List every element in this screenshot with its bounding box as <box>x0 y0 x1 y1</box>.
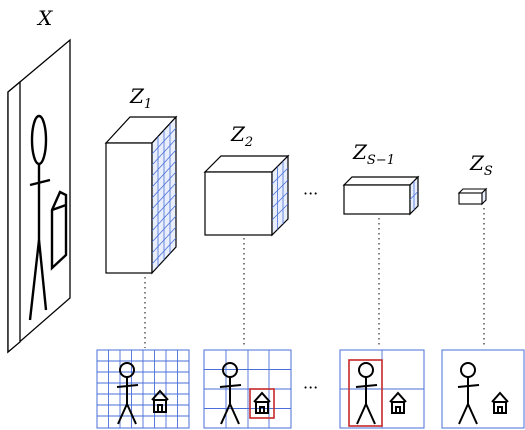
feature-map-z-s-minus-1 <box>342 175 420 216</box>
feature-map-z1 <box>104 115 178 275</box>
feature-map-label-1: Z1 <box>129 84 152 112</box>
feature-map-label-s-minus-1: ZS−1 <box>352 140 395 168</box>
detection-box-house <box>249 388 275 419</box>
feature-map-label-2: Z2 <box>230 122 253 150</box>
detection-box-figure <box>348 359 383 427</box>
input-stick-figure <box>28 114 51 321</box>
feature-map-z-s <box>457 187 488 206</box>
input-house <box>50 190 68 271</box>
grid-panel-3 <box>339 349 425 429</box>
house-4 <box>491 391 509 414</box>
house-2 <box>253 391 271 414</box>
feature-map-z2 <box>203 154 290 237</box>
house-1 <box>151 389 169 413</box>
ellipsis-bottom: ··· <box>303 378 318 397</box>
stick-figure-2 <box>219 362 242 425</box>
stick-figure-4 <box>457 362 480 425</box>
feature-map-label-s: ZS <box>469 151 493 179</box>
connectors <box>144 208 485 348</box>
grid-panel-2 <box>203 349 292 429</box>
input-label: X <box>36 6 53 30</box>
stick-figure-1 <box>116 362 139 425</box>
house-3 <box>389 391 407 414</box>
grid-panel-1 <box>96 349 190 429</box>
input-image-panel <box>7 38 71 354</box>
ellipsis-top: ··· <box>303 184 318 203</box>
stick-figure-3 <box>355 362 378 425</box>
grid-panel-4 <box>441 349 525 429</box>
